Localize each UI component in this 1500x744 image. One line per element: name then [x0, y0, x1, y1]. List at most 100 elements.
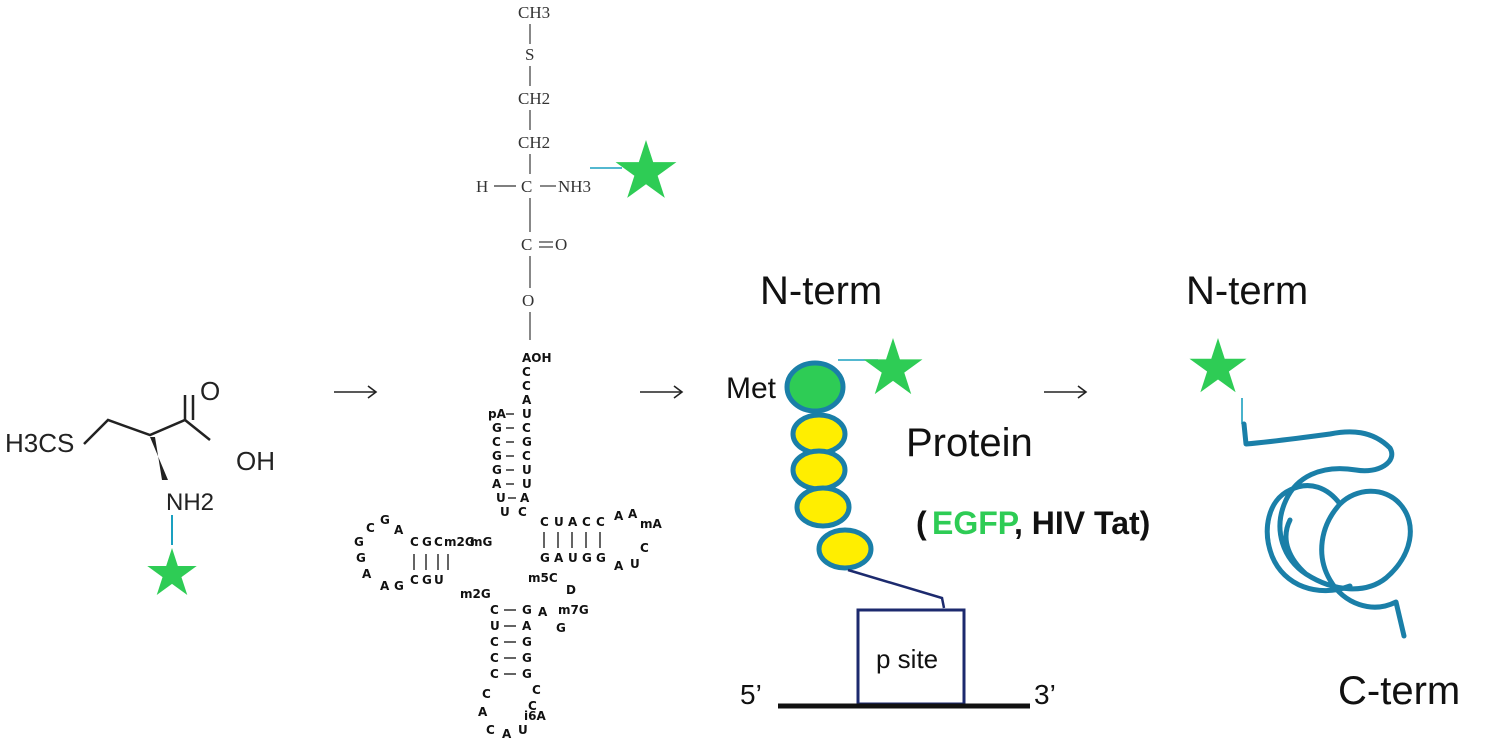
svg-text:C: C: [522, 379, 531, 393]
acceptor-5p: pA G C G G A U U: [488, 407, 510, 519]
trna-ch2-b: CH2: [518, 133, 550, 152]
svg-text:G: G: [422, 535, 432, 549]
folded-chain: [1241, 421, 1413, 639]
trna-o-ester: O: [522, 291, 534, 310]
svg-text:G: G: [540, 551, 550, 565]
svg-text:A: A: [538, 605, 548, 619]
trna-ch3: CH3: [518, 3, 550, 22]
residue-bead: [790, 448, 848, 492]
folded-protein-panel: N-term C-term: [1186, 269, 1460, 713]
methionine-star-icon: [147, 548, 197, 596]
svg-text:G: G: [556, 621, 566, 635]
svg-text:C: C: [482, 687, 491, 701]
svg-text:C: C: [486, 723, 495, 737]
acceptor-3p: C C A U C G C U U A C: [518, 365, 532, 519]
methionine-structure: H3CS O OH NH2: [5, 376, 275, 596]
met-bead: [784, 360, 846, 414]
t-arm-bars: [543, 532, 601, 548]
svg-text:A: A: [522, 619, 532, 633]
methionine-backbone: [83, 418, 211, 445]
svg-text:G: G: [522, 603, 532, 617]
svg-text:U: U: [522, 407, 532, 421]
svg-text:U: U: [496, 491, 506, 505]
svg-text:A: A: [362, 567, 372, 581]
p-site-label: p site: [876, 644, 938, 674]
svg-text:C: C: [434, 535, 443, 549]
acceptor-pair-dashes: [506, 413, 516, 499]
svg-text:U: U: [522, 463, 532, 477]
svg-text:U: U: [490, 619, 500, 633]
svg-text:G: G: [394, 579, 404, 593]
svg-text:C: C: [596, 515, 605, 529]
arrow-2: [640, 385, 684, 399]
svg-text:G: G: [522, 651, 532, 665]
charged-trna: CH3 S CH2 CH2 H C NH3 C O O AOH pA G C G…: [354, 3, 677, 741]
svg-text:C: C: [522, 421, 531, 435]
svg-text:A: A: [628, 507, 638, 521]
trna-o-double: O: [555, 235, 567, 254]
svg-text:C: C: [522, 449, 531, 463]
folded-n-term: N-term: [1186, 269, 1308, 313]
egfp-label: EGFP: [932, 505, 1019, 541]
svg-text:U: U: [568, 551, 578, 565]
svg-text:C: C: [490, 667, 499, 681]
svg-text:i6A: i6A: [524, 709, 546, 723]
svg-text:G: G: [522, 635, 532, 649]
arrow-1: [334, 385, 378, 399]
svg-text:U: U: [518, 723, 528, 737]
peptide-chain: [784, 360, 874, 571]
protein-label: Protein: [906, 421, 1033, 465]
methionine-wedge: [150, 437, 168, 480]
trna-c-carbonyl: C: [521, 235, 532, 254]
met-label: Met: [726, 372, 777, 405]
ribosome-star-icon: [863, 338, 923, 395]
svg-text:U: U: [500, 505, 510, 519]
svg-text:C: C: [492, 435, 501, 449]
svg-text:G: G: [380, 513, 390, 527]
svg-text:A: A: [568, 515, 578, 529]
trna-aoh: AOH: [522, 351, 552, 365]
svg-text:C: C: [366, 521, 375, 535]
d-arm: G C G A C G C m2G mG G A A G C G U: [354, 513, 492, 593]
svg-text:C: C: [582, 515, 591, 529]
trna-s: S: [525, 45, 534, 64]
svg-text:G: G: [582, 551, 592, 565]
nascent-tether: [847, 568, 946, 609]
svg-text:U: U: [434, 573, 444, 587]
svg-text:m2G: m2G: [460, 587, 491, 601]
residue-bead: [816, 527, 874, 571]
svg-text:C: C: [532, 683, 541, 697]
paren-open: (: [916, 505, 927, 541]
svg-text:A: A: [520, 491, 530, 505]
methionine-oh: OH: [236, 446, 275, 476]
svg-text:C: C: [640, 541, 649, 555]
svg-text:G: G: [596, 551, 606, 565]
svg-text:m5C: m5C: [528, 571, 558, 585]
svg-text:A: A: [614, 509, 624, 523]
svg-text:A: A: [554, 551, 564, 565]
svg-text:C: C: [410, 573, 419, 587]
residue-bead: [790, 412, 848, 456]
d-arm-bars: [413, 554, 449, 570]
svg-text:pA: pA: [488, 407, 507, 421]
three-prime-label: 3’: [1034, 679, 1056, 710]
anticodon-arm: C G A m7G G U A C G C G C G C C A C C A …: [460, 587, 589, 741]
methionine-h3cs: H3CS: [5, 428, 74, 458]
svg-text:m7G: m7G: [558, 603, 589, 617]
svg-text:C: C: [490, 635, 499, 649]
t-arm: C U A C C A A mA G A U G G A U C m5C D: [528, 507, 663, 597]
c-term-label: C-term: [1338, 669, 1460, 713]
residue-bead: [794, 485, 852, 529]
trna-h: H: [476, 177, 488, 196]
trna-ch2-a: CH2: [518, 89, 550, 108]
svg-text:G: G: [354, 535, 364, 549]
svg-text:A: A: [522, 393, 532, 407]
svg-text:U: U: [630, 557, 640, 571]
svg-text:C: C: [490, 651, 499, 665]
svg-text:A: A: [380, 579, 390, 593]
svg-text:U: U: [554, 515, 564, 529]
svg-text:A: A: [614, 559, 624, 573]
svg-text:A: A: [394, 523, 404, 537]
svg-text:G: G: [492, 421, 502, 435]
